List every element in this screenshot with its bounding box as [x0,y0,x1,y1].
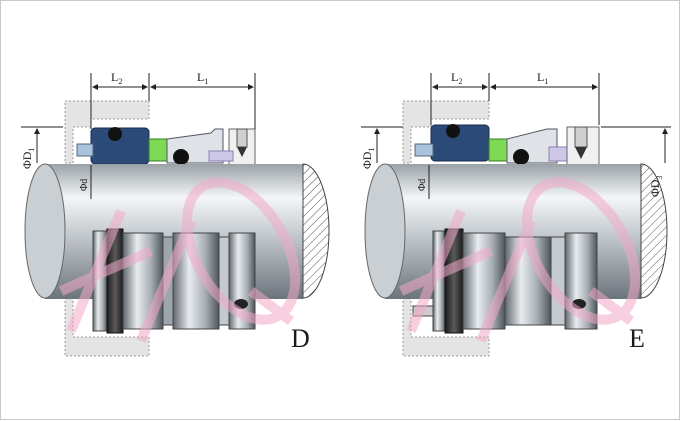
spring-band [208,150,234,162]
assembly-d [92,228,256,334]
oring-seat [446,124,460,138]
seat-lug [76,143,94,157]
watermark [58,177,641,343]
shaft-end-left [364,163,406,299]
dim-l2-label: L2 [111,70,122,86]
shaft-end-right-hatch [640,163,668,299]
section-d [76,127,256,166]
dim-l1-label: L1 [197,70,208,86]
seat-ring [430,124,490,162]
oring-seat [108,127,122,141]
oring-rotary [513,149,529,165]
dims-d [21,73,256,199]
dims-e [361,73,671,199]
setscrew [574,126,588,148]
dim-d-label: Φd [417,179,428,191]
dim-d3-label: ΦD3 [648,176,664,197]
dim-d-label: Φd [79,179,90,191]
spring-band [548,146,570,162]
face-green [148,138,168,162]
dim-l1-label: L1 [537,70,548,86]
dim-d1-label: ΦD1 [360,148,376,169]
oring-rotary [173,149,189,165]
seat-lug [414,143,434,157]
shaft-end-left [24,163,66,299]
setscrew [236,128,248,148]
section-e [414,124,600,166]
dim-d1-label: ΦD1 [20,148,36,169]
dim-l2-label: L2 [451,70,462,86]
face-green [488,138,508,162]
shaft-end-right-hatch [302,163,330,299]
variant-letter-d: D [291,324,310,353]
variant-letter-e: E [629,324,645,353]
